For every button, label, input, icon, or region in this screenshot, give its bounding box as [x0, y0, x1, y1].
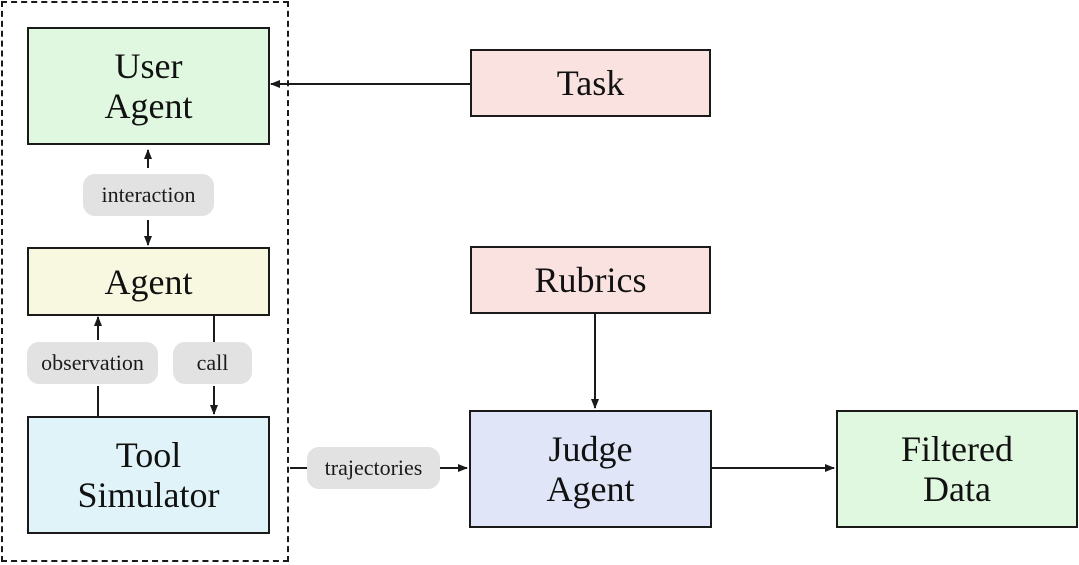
agent-group-boundary	[1, 1, 289, 562]
edge-label-observation: observation	[27, 342, 158, 384]
node-tool-simulator-label: Tool Simulator	[77, 435, 220, 515]
node-task-label: Task	[556, 63, 625, 103]
node-user-agent-label: User Agent	[104, 46, 193, 126]
node-filtered-data: Filtered Data	[836, 410, 1078, 528]
node-task: Task	[470, 49, 711, 117]
edge-label-call: call	[173, 342, 252, 384]
node-user-agent: User Agent	[27, 27, 270, 145]
edge-label-interaction: interaction	[83, 174, 214, 216]
node-rubrics: Rubrics	[470, 246, 711, 314]
edge-label-trajectories: trajectories	[307, 447, 440, 489]
node-agent: Agent	[27, 247, 270, 316]
node-agent-label: Agent	[104, 261, 193, 302]
node-tool-simulator: Tool Simulator	[27, 416, 270, 534]
node-judge-agent-label: Judge Agent	[546, 429, 635, 509]
node-judge-agent: Judge Agent	[469, 410, 712, 528]
node-filtered-data-label: Filtered Data	[901, 429, 1013, 509]
node-rubrics-label: Rubrics	[534, 260, 647, 300]
